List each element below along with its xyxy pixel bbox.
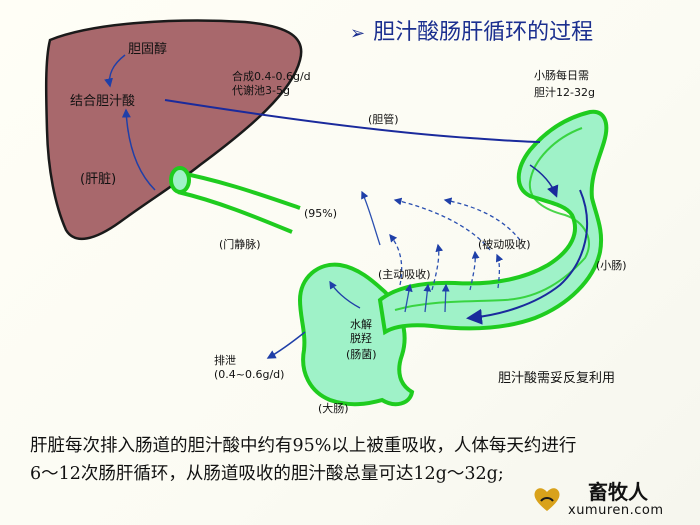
- intestine-flow-arrow-upper: [529, 164, 559, 198]
- heart-logo-icon: [534, 488, 560, 511]
- logo: 畜牧人 xumuren.com: [528, 474, 696, 522]
- label-small-intestine-need-2: 胆汁12-32g: [534, 86, 595, 99]
- passive-absorption-arrow-2: [443, 197, 521, 241]
- liver-shape: [44, 19, 303, 241]
- label-bile-duct: (胆管): [368, 113, 399, 126]
- small-intestine-lumen: [394, 127, 590, 311]
- liver-return-arrow: [121, 108, 156, 191]
- absorption-arrow-6: [469, 250, 480, 291]
- portal-vein-end: [169, 166, 191, 194]
- absorption-arrow-7: [495, 253, 504, 289]
- label-bacteria: (肠菌): [346, 348, 377, 361]
- small-intestine-shape: [377, 109, 609, 336]
- active-absorption-arrow-2: [423, 283, 432, 313]
- label-excretion-amount: (0.4~0.6g/d): [214, 368, 285, 381]
- intestine-flow-arrow: [466, 189, 588, 325]
- hydrolysis-arrow: [329, 280, 361, 309]
- title-text: 胆汁酸肠肝循环的过程: [373, 20, 594, 45]
- active-absorption-arrow-1: [404, 283, 413, 313]
- label-small-intestine-need-1: 小肠每日需: [534, 69, 589, 82]
- label-small-intestine: (小肠): [596, 259, 627, 272]
- bottom-text-line-1: 肝脏每次排入肠道的胆汁酸中约有95%以上被重吸收，人体每天约进行: [30, 436, 577, 456]
- absorption-arrow-5: [431, 243, 444, 291]
- portal-vein-upper: [174, 170, 301, 210]
- label-reuse-note: 胆汁酸需妥反复利用: [498, 371, 616, 386]
- label-passive-absorption: (被动吸收): [478, 238, 531, 251]
- label-cholesterol: 胆固醇: [128, 42, 168, 57]
- label-active-absorption: (主动吸收): [378, 268, 431, 281]
- logo-url: xumuren.com: [568, 503, 664, 518]
- bile-duct-line: [164, 99, 541, 143]
- label-conjugated-bile-acid: 结合胆汁酸: [70, 94, 136, 109]
- active-absorption-arrow-3: [441, 283, 450, 313]
- label-large-intestine: (大肠): [318, 402, 349, 415]
- label-liver: (肝脏): [80, 172, 117, 187]
- title-marker-icon: ➢: [350, 23, 366, 44]
- passive-absorption-arrow-1: [393, 197, 491, 251]
- logo-name: 畜牧人: [588, 480, 648, 504]
- label-95-percent: (95%): [304, 207, 338, 220]
- label-pool: 代谢池3-5g: [232, 84, 290, 97]
- bottom-text-line-2: 6～12次肠肝循环，从肠道吸收的胆汁酸总量可达12g～32g;: [30, 464, 504, 484]
- excretion-arrow: [266, 331, 306, 359]
- absorption-arrow-4: [389, 233, 403, 286]
- cholesterol-arrow: [104, 54, 126, 88]
- portal-vein-lower: [177, 190, 293, 234]
- label-excretion: 排泄: [214, 354, 236, 367]
- label-synthesis: 合成0.4-0.6g/d: [232, 70, 311, 83]
- absorption-arrow-3: [361, 190, 381, 246]
- label-portal-vein: (门静脉): [219, 238, 261, 251]
- diagram-title: ➢ 胆汁酸肠肝循环的过程: [350, 14, 593, 46]
- label-dehydroxylation: 脱羟: [350, 332, 372, 345]
- label-hydrolysis: 水解: [350, 318, 372, 331]
